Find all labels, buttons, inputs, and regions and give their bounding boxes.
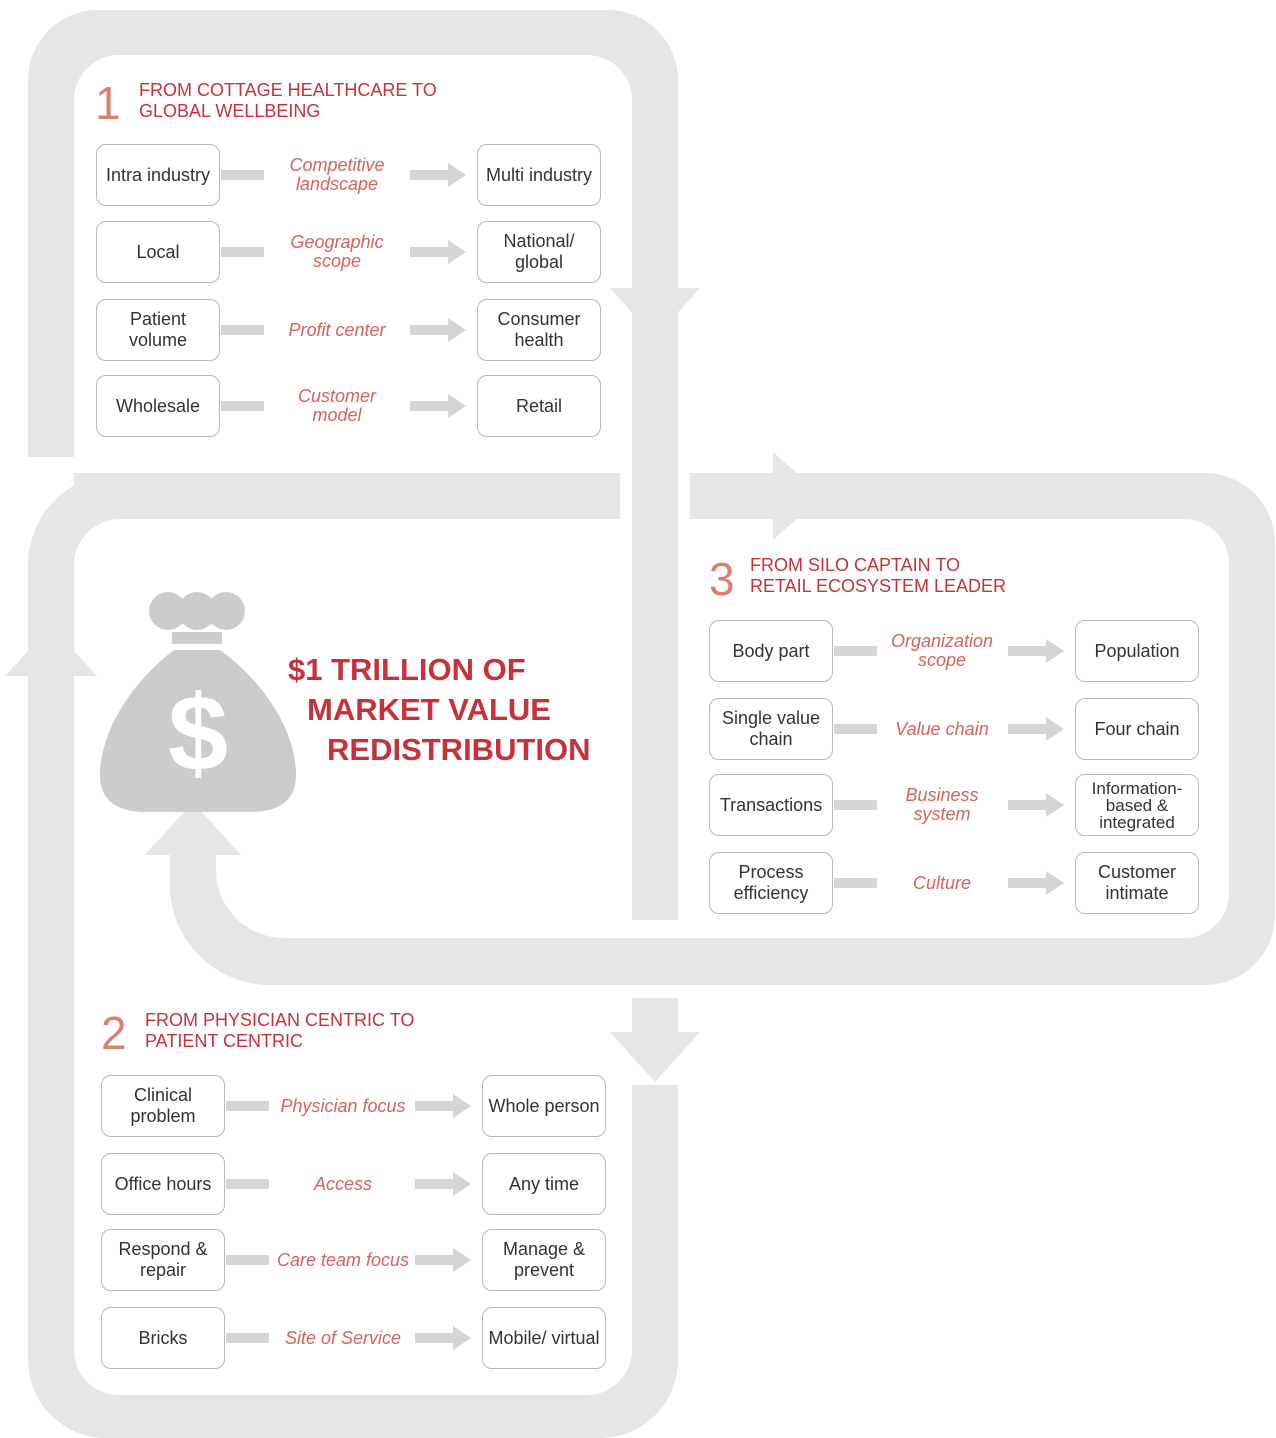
- to-box: Whole person: [482, 1075, 606, 1137]
- headline-line3: REDISTRIBUTION: [327, 732, 591, 767]
- from-box: Clinical problem: [101, 1075, 225, 1137]
- to-box: Consumer health: [477, 299, 601, 361]
- from-box: Intra industry: [96, 144, 220, 206]
- section-number: 1: [95, 77, 121, 129]
- from-box: Local: [96, 221, 220, 283]
- dimension-label: Physician focus: [280, 1095, 406, 1116]
- to-box: Four chain: [1075, 698, 1199, 760]
- to-box: Multi industry: [477, 144, 601, 206]
- to-box: Information-based & integrated: [1075, 774, 1199, 836]
- from-box: Wholesale: [96, 375, 220, 437]
- connector-arrows: [221, 163, 1064, 1350]
- from-box: Respond & repair: [101, 1229, 225, 1291]
- section-title-line1: FROM COTTAGE HEALTHCARE TO: [139, 80, 437, 100]
- section-number: 3: [709, 553, 735, 605]
- dimension-label: Care team focus: [276, 1249, 410, 1270]
- from-box: Office hours: [101, 1153, 225, 1215]
- from-box: Patient volume: [96, 299, 220, 361]
- section-title-line1: FROM PHYSICIAN CENTRIC TO: [145, 1010, 415, 1030]
- dimension-label: Site of Service: [284, 1327, 402, 1348]
- from-box: Body part: [709, 620, 833, 682]
- to-box: Population: [1075, 620, 1199, 682]
- to-box: National/ global: [477, 221, 601, 283]
- to-box: Customer intimate: [1075, 852, 1199, 914]
- dimension-label: Competitive landscape: [289, 155, 385, 194]
- to-box: Manage & prevent: [482, 1229, 606, 1291]
- dimension-label: Culture: [912, 872, 972, 893]
- from-box: Transactions: [709, 774, 833, 836]
- dimension-label: Business system: [905, 785, 979, 824]
- from-box: Bricks: [101, 1307, 225, 1369]
- headline-line1: $1 TRILLION OF: [288, 652, 526, 687]
- to-box: Any time: [482, 1153, 606, 1215]
- to-box: Mobile/ virtual: [482, 1307, 606, 1369]
- dimension-label: Organization scope: [890, 631, 994, 670]
- dimension-label: Profit center: [288, 319, 386, 340]
- from-box: Process efficiency: [709, 852, 833, 914]
- section-number: 2: [101, 1007, 127, 1059]
- section-title-line1: FROM SILO CAPTAIN TO: [750, 555, 961, 575]
- cycle-arrow-icon: [5, 10, 1275, 1438]
- section-title-line2: PATIENT CENTRIC: [145, 1031, 304, 1051]
- to-box: Retail: [477, 375, 601, 437]
- dollar-sign: $: [168, 672, 228, 793]
- dimension-label: Access: [313, 1173, 373, 1194]
- dimension-label: Value chain: [895, 718, 989, 739]
- section-title-line2: GLOBAL WELLBEING: [139, 101, 321, 121]
- dimension-label: Customer model: [297, 386, 377, 425]
- headline-line2: MARKET VALUE: [307, 692, 551, 727]
- dollar-money-bag-icon: [100, 592, 296, 812]
- dimension-label: Geographic scope: [290, 232, 384, 271]
- from-box: Single value chain: [709, 698, 833, 760]
- section-title-line2: RETAIL ECOSYSTEM LEADER: [750, 576, 1007, 596]
